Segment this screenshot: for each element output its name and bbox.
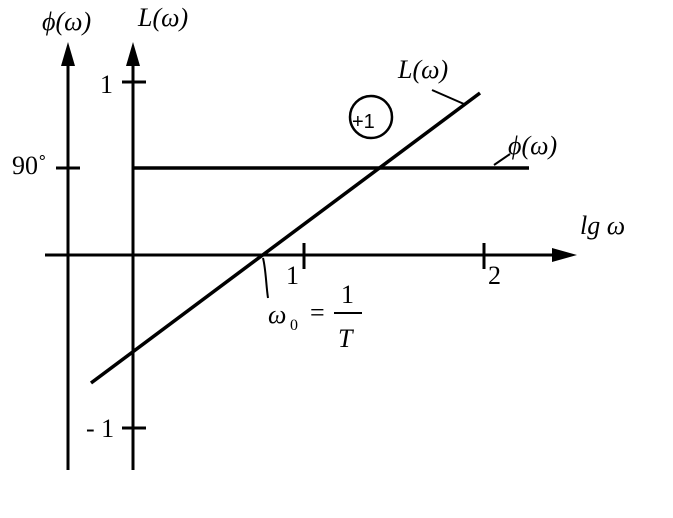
L-curve-line [89, 91, 482, 385]
fraction-numerator: 1 [341, 280, 354, 309]
phi-curve-label: ϕ(ω) [508, 131, 557, 160]
x-tick-label-one: 1 [286, 261, 299, 290]
omega-subscript: 0 [290, 317, 298, 334]
x-tick-label-two: 2 [488, 261, 501, 290]
phi-axis-label: ϕ(ω) [42, 7, 91, 36]
fraction-denominator: T [338, 324, 354, 353]
tick-label-ninety: 90˚ [12, 151, 47, 180]
tick-label-one: 1 [100, 70, 113, 99]
L-curve-label: L(ω) [397, 55, 448, 84]
L-curve-leader [431, 89, 465, 105]
omega0-leader [262, 257, 269, 299]
x-axis-arrow [552, 248, 577, 262]
L-axis-arrow [126, 42, 140, 66]
equals-sign: = [310, 298, 325, 327]
tick-label-minus-one: - 1 [86, 414, 114, 443]
slope-circle [348, 94, 394, 140]
phi-curve-leader [493, 153, 511, 166]
x-axis-label: lg ω [580, 211, 625, 240]
slope-label: +1 [352, 111, 375, 133]
phi-axis-arrow [61, 42, 75, 66]
omega-symbol: ω [268, 300, 286, 329]
L-axis-label: L(ω) [137, 3, 188, 32]
